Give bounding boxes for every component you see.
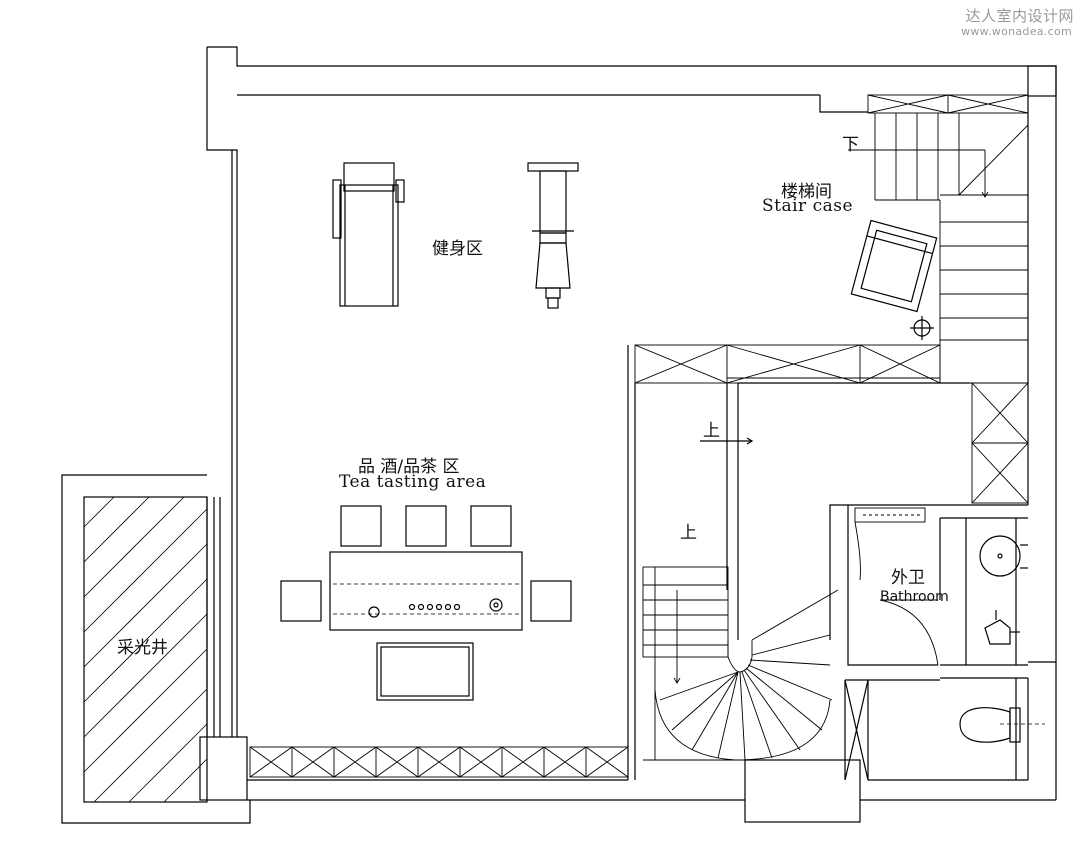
tea-table-icon (280, 505, 572, 701)
bottom-cabinets (249, 746, 629, 778)
lightwell-label: 采光井 (117, 638, 168, 658)
spiral-stair-icon (642, 566, 845, 761)
stair-up-label-2: 上 (680, 523, 697, 543)
bathroom-door (854, 507, 939, 666)
top-cabinets (867, 94, 1029, 114)
watermark-site-url: www.wonadea.com (961, 25, 1072, 38)
bathroom-label-en: Bathroom (880, 589, 949, 605)
urinal-icon (984, 610, 1020, 645)
up-arrow-icon (700, 437, 754, 445)
armchair-icon (850, 219, 938, 313)
stair-down-label: 下 (842, 135, 859, 155)
watermark-site-name: 达人室内设计网 (965, 7, 1074, 25)
lightwell (61, 474, 251, 824)
staircase-label-en: Stair case (762, 196, 854, 216)
gym-label: 健身区 (432, 239, 483, 259)
stair-up-label-1: 上 (703, 421, 720, 441)
sink-icon (979, 535, 1028, 577)
bathroom-label-zh: 外卫 (891, 568, 925, 588)
middle-cabinets (634, 344, 1029, 504)
tea-label-zh: 品 酒/品茶 区 (358, 457, 460, 477)
floor-drain-icon (910, 316, 934, 340)
staircase-upper (848, 113, 1029, 345)
tea-label-en: Tea tasting area (339, 472, 487, 492)
exercise-bench-icon (527, 162, 579, 309)
staircase-label-zh: 楼梯间 (781, 182, 832, 202)
toilet-icon (959, 707, 1045, 743)
central-partitions (627, 345, 1029, 781)
treadmill-icon (332, 162, 405, 307)
